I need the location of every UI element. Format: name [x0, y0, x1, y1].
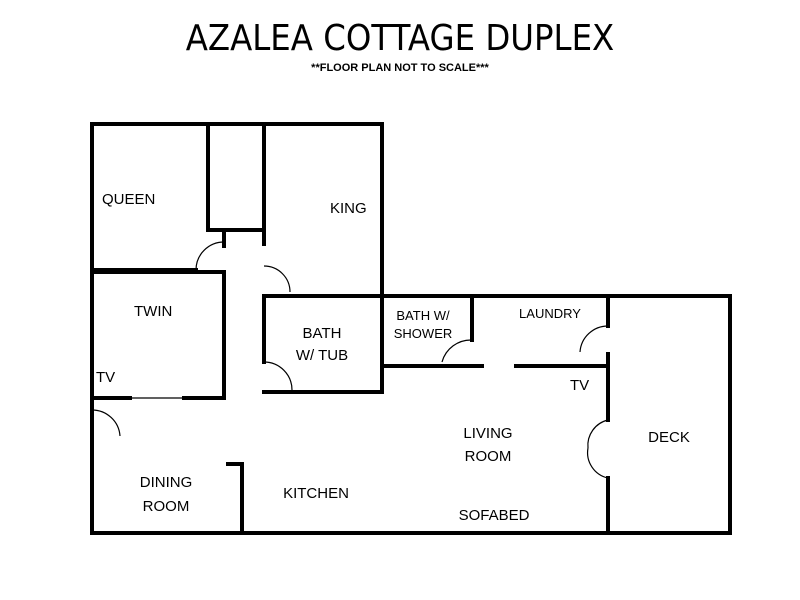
- label-twin: TWIN: [134, 303, 172, 320]
- label-tv-living: TV: [570, 377, 589, 394]
- plan-title: AZALEA COTTAGE DUPLEX: [185, 18, 615, 59]
- door-swing: [91, 409, 121, 437]
- double-door-swing: [586, 419, 609, 479]
- label-living-1: LIVING: [463, 425, 512, 442]
- label-sofabed: SOFABED: [459, 507, 530, 524]
- label-laundry: LAUNDRY: [519, 306, 581, 321]
- label-bath-tub-2: W/ TUB: [296, 347, 348, 364]
- label-deck: DECK: [648, 429, 690, 446]
- label-dining-1: DINING: [140, 474, 193, 491]
- label-king: KING: [330, 200, 367, 217]
- door-swing: [263, 361, 293, 391]
- room-labels: QUEEN KING TWIN TV BATH W/ TUB BATH W/ S…: [96, 191, 690, 524]
- door-swing: [195, 241, 225, 271]
- walls: [90, 122, 732, 535]
- doors: [91, 241, 609, 479]
- door-swing: [263, 265, 291, 293]
- label-dining-2: ROOM: [143, 498, 190, 515]
- door-swing: [579, 325, 609, 353]
- label-bath-shower-1: BATH W/: [396, 308, 450, 323]
- label-tv-twin: TV: [96, 369, 115, 386]
- door-swing: [441, 339, 473, 363]
- label-queen: QUEEN: [102, 191, 155, 208]
- label-bath-shower-2: SHOWER: [394, 326, 453, 341]
- label-living-2: ROOM: [465, 448, 512, 465]
- label-bath-tub-1: BATH: [303, 325, 342, 342]
- plan-subtitle: **FLOOR PLAN NOT TO SCALE***: [311, 62, 489, 74]
- label-kitchen: KITCHEN: [283, 485, 349, 502]
